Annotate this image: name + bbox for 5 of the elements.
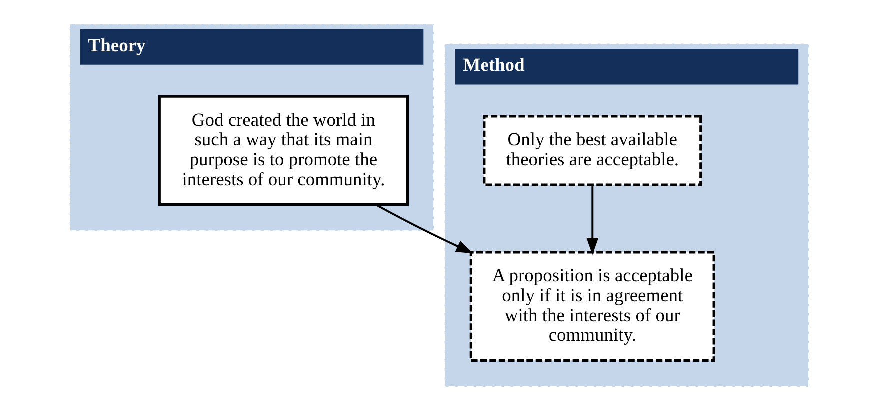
node-box: God created the world in such a way that its main purpose is to promote the interests of our community.	[158, 95, 410, 206]
arrow	[376, 204, 474, 254]
node-box: Only the best available theories are acceptable.	[483, 115, 702, 186]
arrow	[586, 185, 599, 256]
node-box: A proposition is acceptable only if it is in agreement with the interests of our community.	[470, 251, 716, 362]
